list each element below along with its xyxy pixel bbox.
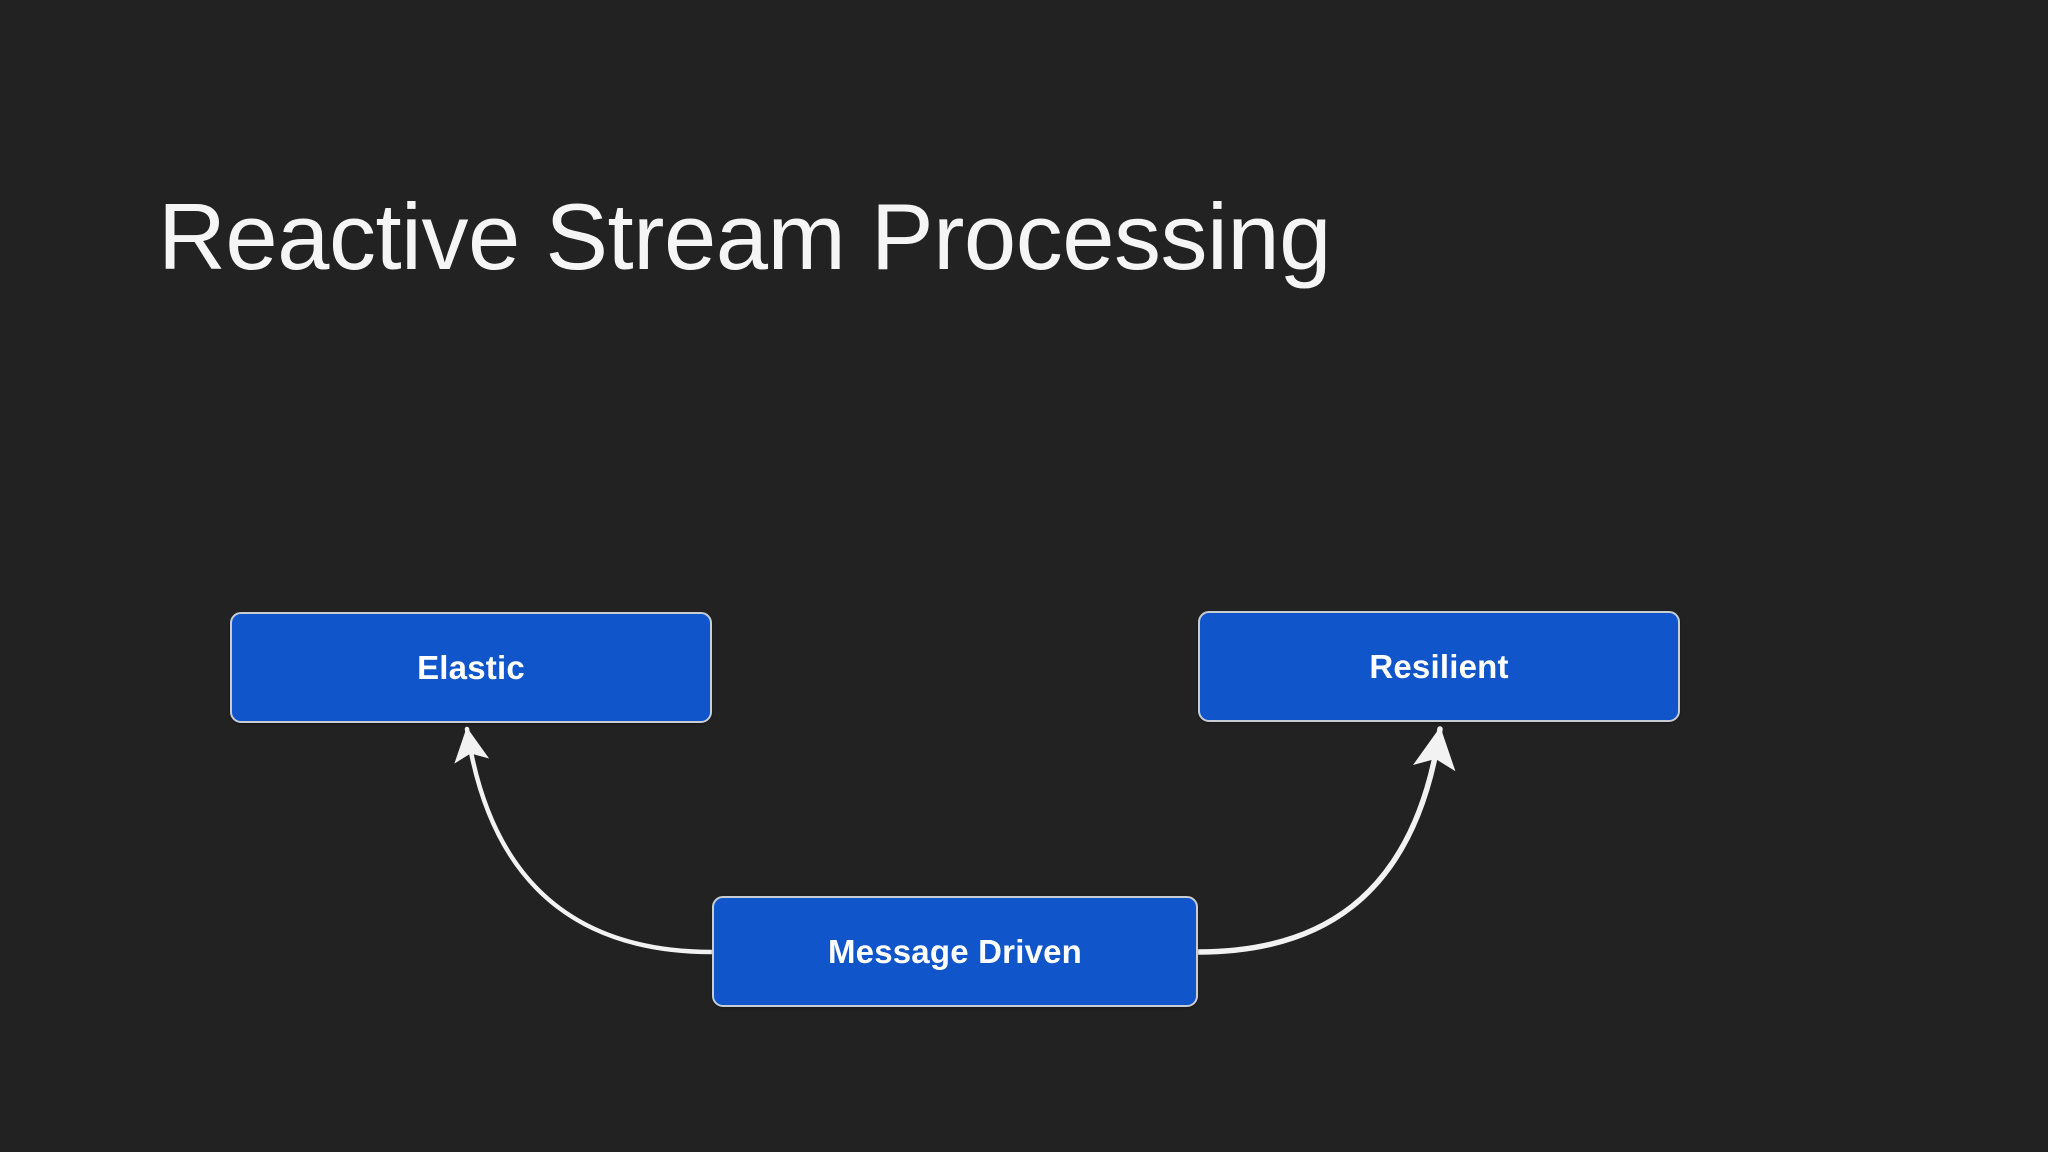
page-title: Reactive Stream Processing bbox=[158, 183, 1331, 289]
diagram-node-resilient-label: Resilient bbox=[1369, 647, 1509, 685]
edge-message-to-resilient bbox=[1195, 726, 1456, 955]
diagram-node-message-driven[interactable]: Message Driven bbox=[712, 896, 1198, 1007]
diagram-node-resilient[interactable]: Resilient bbox=[1198, 611, 1680, 722]
diagram-node-message-driven-label: Message Driven bbox=[827, 932, 1083, 970]
diagram-node-elastic-label: Elastic bbox=[417, 648, 525, 686]
diagram-node-elastic[interactable]: Elastic bbox=[230, 612, 712, 723]
edge-message-to-elastic bbox=[454, 726, 715, 955]
